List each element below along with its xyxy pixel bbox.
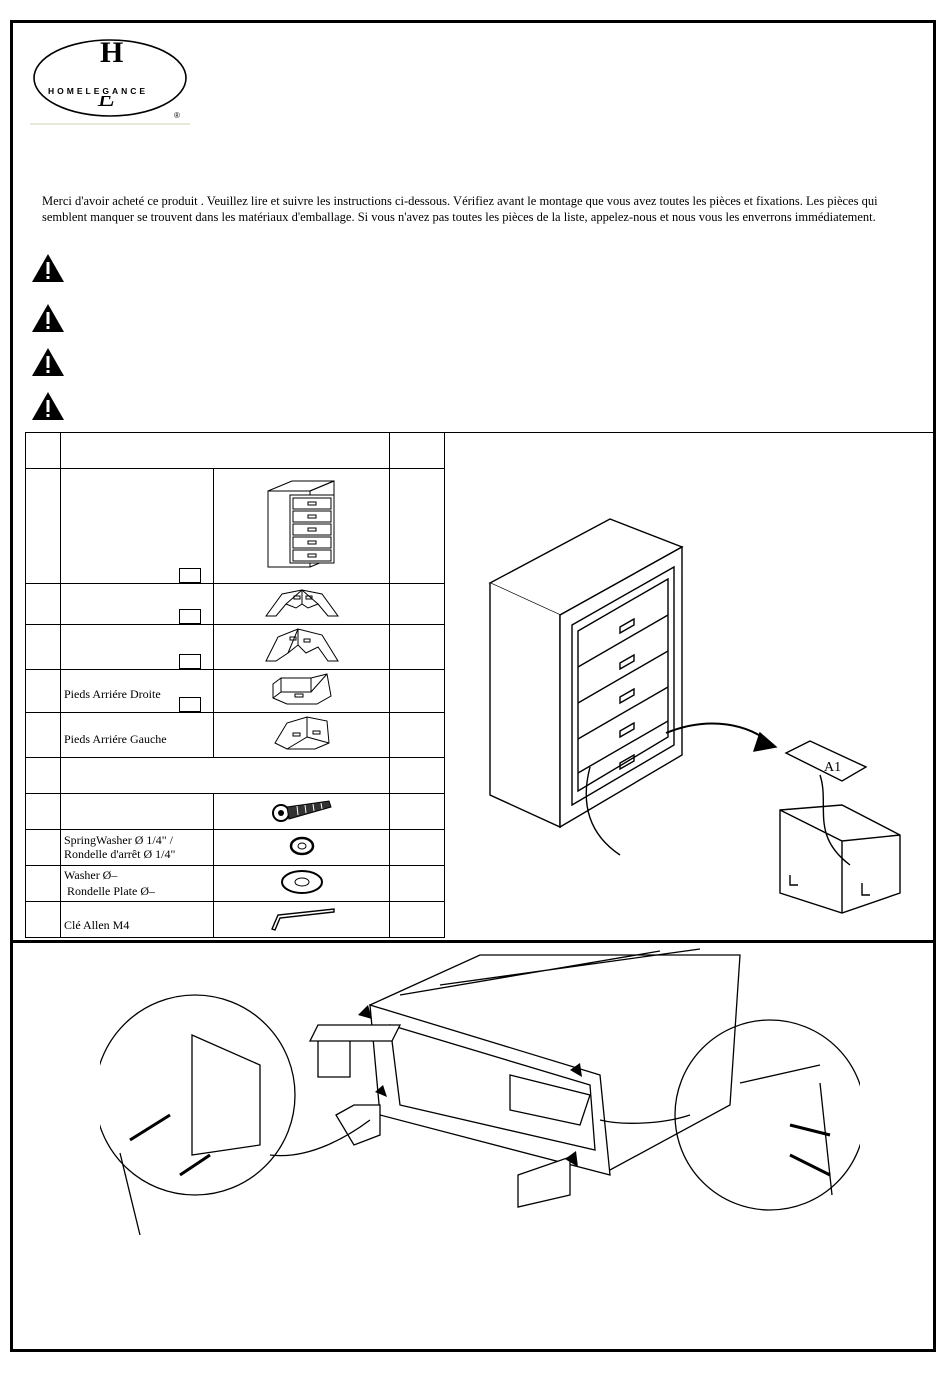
front-foot-icon	[264, 589, 339, 617]
warning-triangle-icon	[32, 348, 64, 376]
section-divider	[10, 940, 936, 943]
ref-box	[179, 609, 201, 624]
spring-washer-label: SpringWasher Ø 1/4" /	[64, 833, 173, 847]
warning-triangle-icon	[32, 392, 64, 420]
flat-washer-icon	[280, 869, 323, 894]
feet-assembly-diagram	[100, 948, 860, 1236]
table-row	[25, 793, 445, 830]
parts-table: Pieds Arriére Droite Pieds Arriére Gauch…	[25, 432, 445, 938]
table-row	[25, 609, 445, 670]
table-row	[25, 468, 445, 584]
ref-box	[179, 654, 201, 669]
allen-key-label: Clé Allen M4	[64, 918, 130, 932]
table-row: Pieds Arriére Droite	[25, 654, 445, 713]
logo-wordmark: HOMELEGANCE	[48, 86, 148, 96]
panel-border	[444, 432, 936, 433]
intro-text: Merci d'avoir acheté ce produit . Veuill…	[42, 194, 878, 224]
table-row: Pieds Arriére Gauche	[25, 697, 445, 758]
logo-monogram: H	[100, 36, 123, 69]
page-frame	[10, 20, 936, 1352]
ref-box	[179, 568, 201, 583]
washer-label-fr: Rondelle Plate Ø	[67, 884, 149, 898]
panel-border	[444, 432, 445, 929]
allen-key-icon	[270, 907, 335, 931]
ref-box	[179, 697, 201, 712]
logo-registered: ®	[174, 111, 180, 120]
rear-right-foot-icon	[272, 673, 332, 705]
spring-washer-label-fr: Rondelle d'arrêt Ø 1/4"	[64, 847, 176, 861]
spring-washer-icon	[289, 836, 314, 855]
unpack-diagram: A1	[488, 518, 901, 914]
homelegance-logo: H E HOMELEGANCE ®	[30, 36, 190, 125]
rear-left-feet-label: Pieds Arriére Gauche	[64, 732, 167, 746]
table-row	[25, 568, 445, 625]
warning-triangle-icon	[32, 304, 64, 332]
table-row: SpringWasher Ø 1/4" / Rondelle d'arrêt Ø…	[25, 829, 445, 866]
table-row: Clé Allen M4	[25, 901, 445, 938]
a1-label: A1	[824, 760, 841, 775]
table-row	[25, 432, 445, 469]
bolt-icon	[271, 799, 332, 822]
rear-right-feet-label: Pieds Arriére Droite	[64, 687, 161, 701]
chest-icon	[267, 479, 334, 567]
warning-triangle-icon	[32, 254, 64, 282]
washer-label: Washer Ø	[64, 868, 112, 882]
table-row	[25, 757, 445, 794]
front-foot-icon	[264, 628, 339, 662]
table-row: Washer Ø– Rondelle Plate Ø–	[25, 865, 445, 902]
rear-left-foot-icon	[273, 716, 330, 750]
